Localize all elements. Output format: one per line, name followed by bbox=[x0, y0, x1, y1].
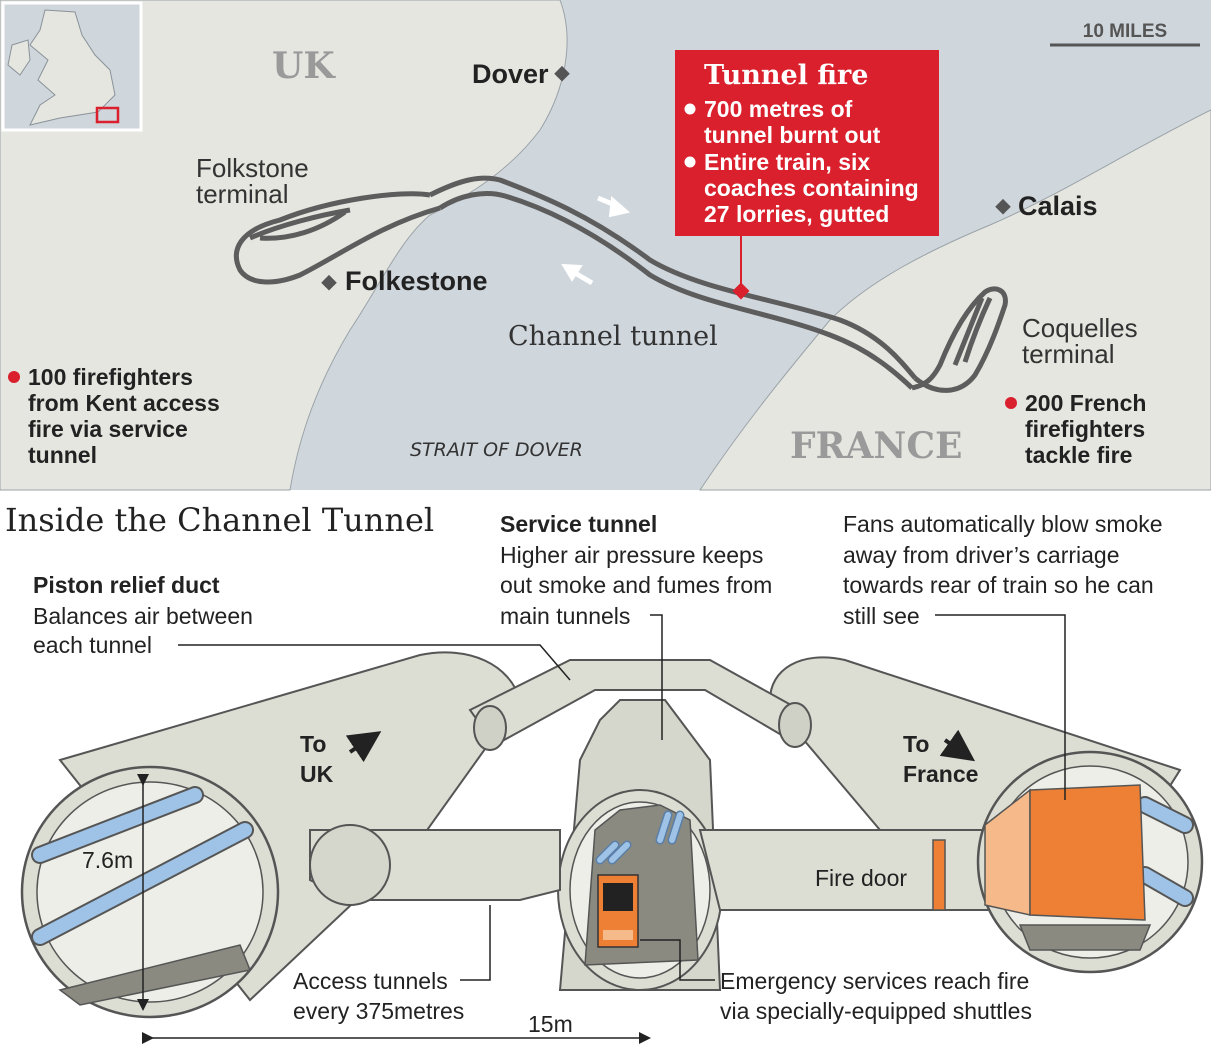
fans-leader-line bbox=[935, 614, 1066, 800]
tunnel-diagram: Inside the Channel Tunnel bbox=[5, 501, 1204, 1044]
emergency-line2: via specially-equipped shuttles bbox=[720, 998, 1032, 1024]
fire-location-marker bbox=[732, 282, 750, 300]
emergency-leader-line bbox=[640, 939, 715, 981]
access-line1: Access tunnels bbox=[293, 968, 448, 994]
piston-line2: each tunnel bbox=[33, 632, 152, 658]
diagram-title: Inside the Channel Tunnel bbox=[5, 501, 434, 539]
channel-tunnel-label: Channel tunnel bbox=[508, 321, 718, 352]
fire-bullet1-line2: tunnel burnt out bbox=[704, 122, 881, 148]
town-folkestone: Folkestone bbox=[345, 266, 488, 296]
folkstone-terminal-line1: Folkstone bbox=[196, 153, 309, 183]
fr-note-line2: firefighters bbox=[1025, 416, 1145, 442]
coquelles-terminal-line2: terminal bbox=[1022, 339, 1114, 369]
fire-bullet-1 bbox=[684, 103, 696, 115]
uk-note-line2: from Kent access bbox=[28, 390, 220, 416]
country-label-uk: UK bbox=[272, 45, 336, 87]
service-heading: Service tunnel bbox=[500, 511, 657, 537]
inset-highlight-box bbox=[95, 106, 120, 124]
france-tunnel-pipes bbox=[1136, 796, 1194, 907]
access-line2: every 375metres bbox=[293, 998, 464, 1024]
piston-heading: Piston relief duct bbox=[33, 572, 220, 598]
service-leader-line bbox=[650, 614, 663, 740]
direction-arrow-west bbox=[561, 263, 594, 286]
emergency-shuttle bbox=[597, 874, 639, 948]
spacing-label: 15m bbox=[528, 1011, 573, 1037]
france-track-bed bbox=[1018, 924, 1152, 951]
diameter-label: 7.6m bbox=[82, 847, 133, 873]
fire-bullet1-line1: 700 metres of bbox=[704, 96, 853, 122]
folkstone-terminal-line2: terminal bbox=[196, 179, 288, 209]
piston-leader-line bbox=[178, 644, 571, 681]
service-line3: main tunnels bbox=[500, 603, 630, 629]
fans-line4: still see bbox=[843, 603, 920, 629]
uk-note-line1: 100 firefighters bbox=[28, 364, 193, 390]
fire-door bbox=[932, 839, 946, 911]
uk-note-line4: tunnel bbox=[28, 442, 97, 468]
uk-note-bullet bbox=[8, 371, 20, 383]
strait-label: STRAIT OF DOVER bbox=[410, 439, 583, 461]
fire-box-title: Tunnel fire bbox=[704, 60, 868, 91]
tunnel-route bbox=[233, 175, 1008, 393]
fire-door-label: Fire door bbox=[815, 865, 907, 891]
to-uk-line1: To bbox=[300, 731, 326, 757]
fire-box bbox=[675, 50, 939, 236]
fire-bullet2-line2: coaches containing bbox=[704, 175, 919, 201]
uk-note-line3: fire via service bbox=[28, 416, 188, 442]
fire-bullet-2 bbox=[684, 156, 696, 168]
scale-label: 10 MILES bbox=[1083, 21, 1167, 42]
emergency-line1: Emergency services reach fire bbox=[720, 968, 1029, 994]
uk-track-bed bbox=[58, 944, 252, 1006]
tunnel-fire-callout: Tunnel fire 700 metres of tunnel burnt o… bbox=[675, 50, 939, 300]
calais-marker bbox=[995, 198, 1011, 215]
access-leader-line bbox=[460, 905, 491, 981]
service-line1: Higher air pressure keeps bbox=[500, 542, 763, 568]
town-calais: Calais bbox=[1018, 191, 1098, 221]
service-line2: out smoke and fumes from bbox=[500, 572, 772, 598]
fans-line2: away from driver’s carriage bbox=[843, 542, 1120, 568]
folkestone-marker bbox=[321, 274, 337, 291]
piston-line1: Balances air between bbox=[33, 603, 253, 629]
fr-note-line3: tackle fire bbox=[1025, 442, 1132, 468]
fans-line3: towards rear of train so he can bbox=[843, 572, 1154, 598]
to-france-arrow bbox=[939, 729, 976, 762]
town-dover: Dover bbox=[472, 59, 549, 89]
fire-bullet2-line3: 27 lorries, gutted bbox=[704, 201, 889, 227]
to-france-line2: France bbox=[903, 761, 978, 787]
to-uk-arrow bbox=[345, 731, 382, 763]
inset-locator-map bbox=[1, 1, 143, 132]
fr-note-bullet bbox=[1005, 397, 1017, 409]
burning-lorry-coach bbox=[984, 784, 1146, 921]
to-uk-line2: UK bbox=[300, 761, 334, 787]
fr-note-line1: 200 French bbox=[1025, 390, 1146, 416]
direction-arrow-east bbox=[597, 195, 631, 218]
map-panel: 10 MILES UK FRANCE STRAIT OF DOVER D bbox=[0, 0, 1211, 491]
country-label-france: FRANCE bbox=[790, 425, 962, 467]
france-landmass bbox=[699, 109, 1211, 491]
fans-line1: Fans automatically blow smoke bbox=[843, 511, 1163, 537]
fire-bullet2-line1: Entire train, six bbox=[704, 149, 870, 175]
service-pipes bbox=[595, 810, 685, 865]
coquelles-terminal-line1: Coquelles bbox=[1022, 313, 1138, 343]
to-france-line1: To bbox=[903, 731, 929, 757]
